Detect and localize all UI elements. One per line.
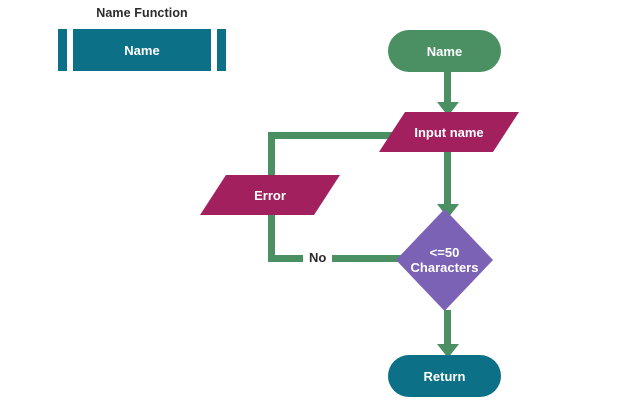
subroutine-body: Name <box>73 29 211 71</box>
connector-decision-to-return <box>444 310 451 352</box>
parallelogram-icon <box>379 112 519 152</box>
diamond-icon <box>396 209 493 311</box>
legend-subroutine-shape: Name <box>58 29 226 71</box>
node-decision[interactable]: <=50 Characters <box>396 209 493 311</box>
node-decision-label: <=50 Characters <box>410 245 479 275</box>
subroutine-right-bar <box>217 29 226 71</box>
connector-no-horizontal <box>268 255 404 262</box>
node-return-label: Return <box>423 368 466 384</box>
node-return-terminator[interactable]: Return <box>388 355 501 397</box>
node-error[interactable]: Error <box>200 175 340 215</box>
node-start-terminator[interactable]: Name <box>388 30 501 72</box>
legend-label: Name <box>124 42 160 58</box>
connector-no-return-horizontal <box>268 132 408 139</box>
node-input-name[interactable]: Input name <box>379 112 519 152</box>
node-input-label: Input name <box>414 124 484 140</box>
node-start-label: Name <box>426 43 463 59</box>
node-error-label: Error <box>254 187 286 203</box>
connector-input-to-decision <box>444 150 451 212</box>
arrowhead-return <box>436 344 459 358</box>
edge-label-no: No <box>303 251 333 265</box>
parallelogram-icon <box>200 175 340 215</box>
diagram-title: Name Function <box>96 6 188 20</box>
legend-group: Name Function Name <box>58 6 226 72</box>
connector-start-to-input <box>444 70 451 104</box>
subroutine-left-bar <box>58 29 67 71</box>
